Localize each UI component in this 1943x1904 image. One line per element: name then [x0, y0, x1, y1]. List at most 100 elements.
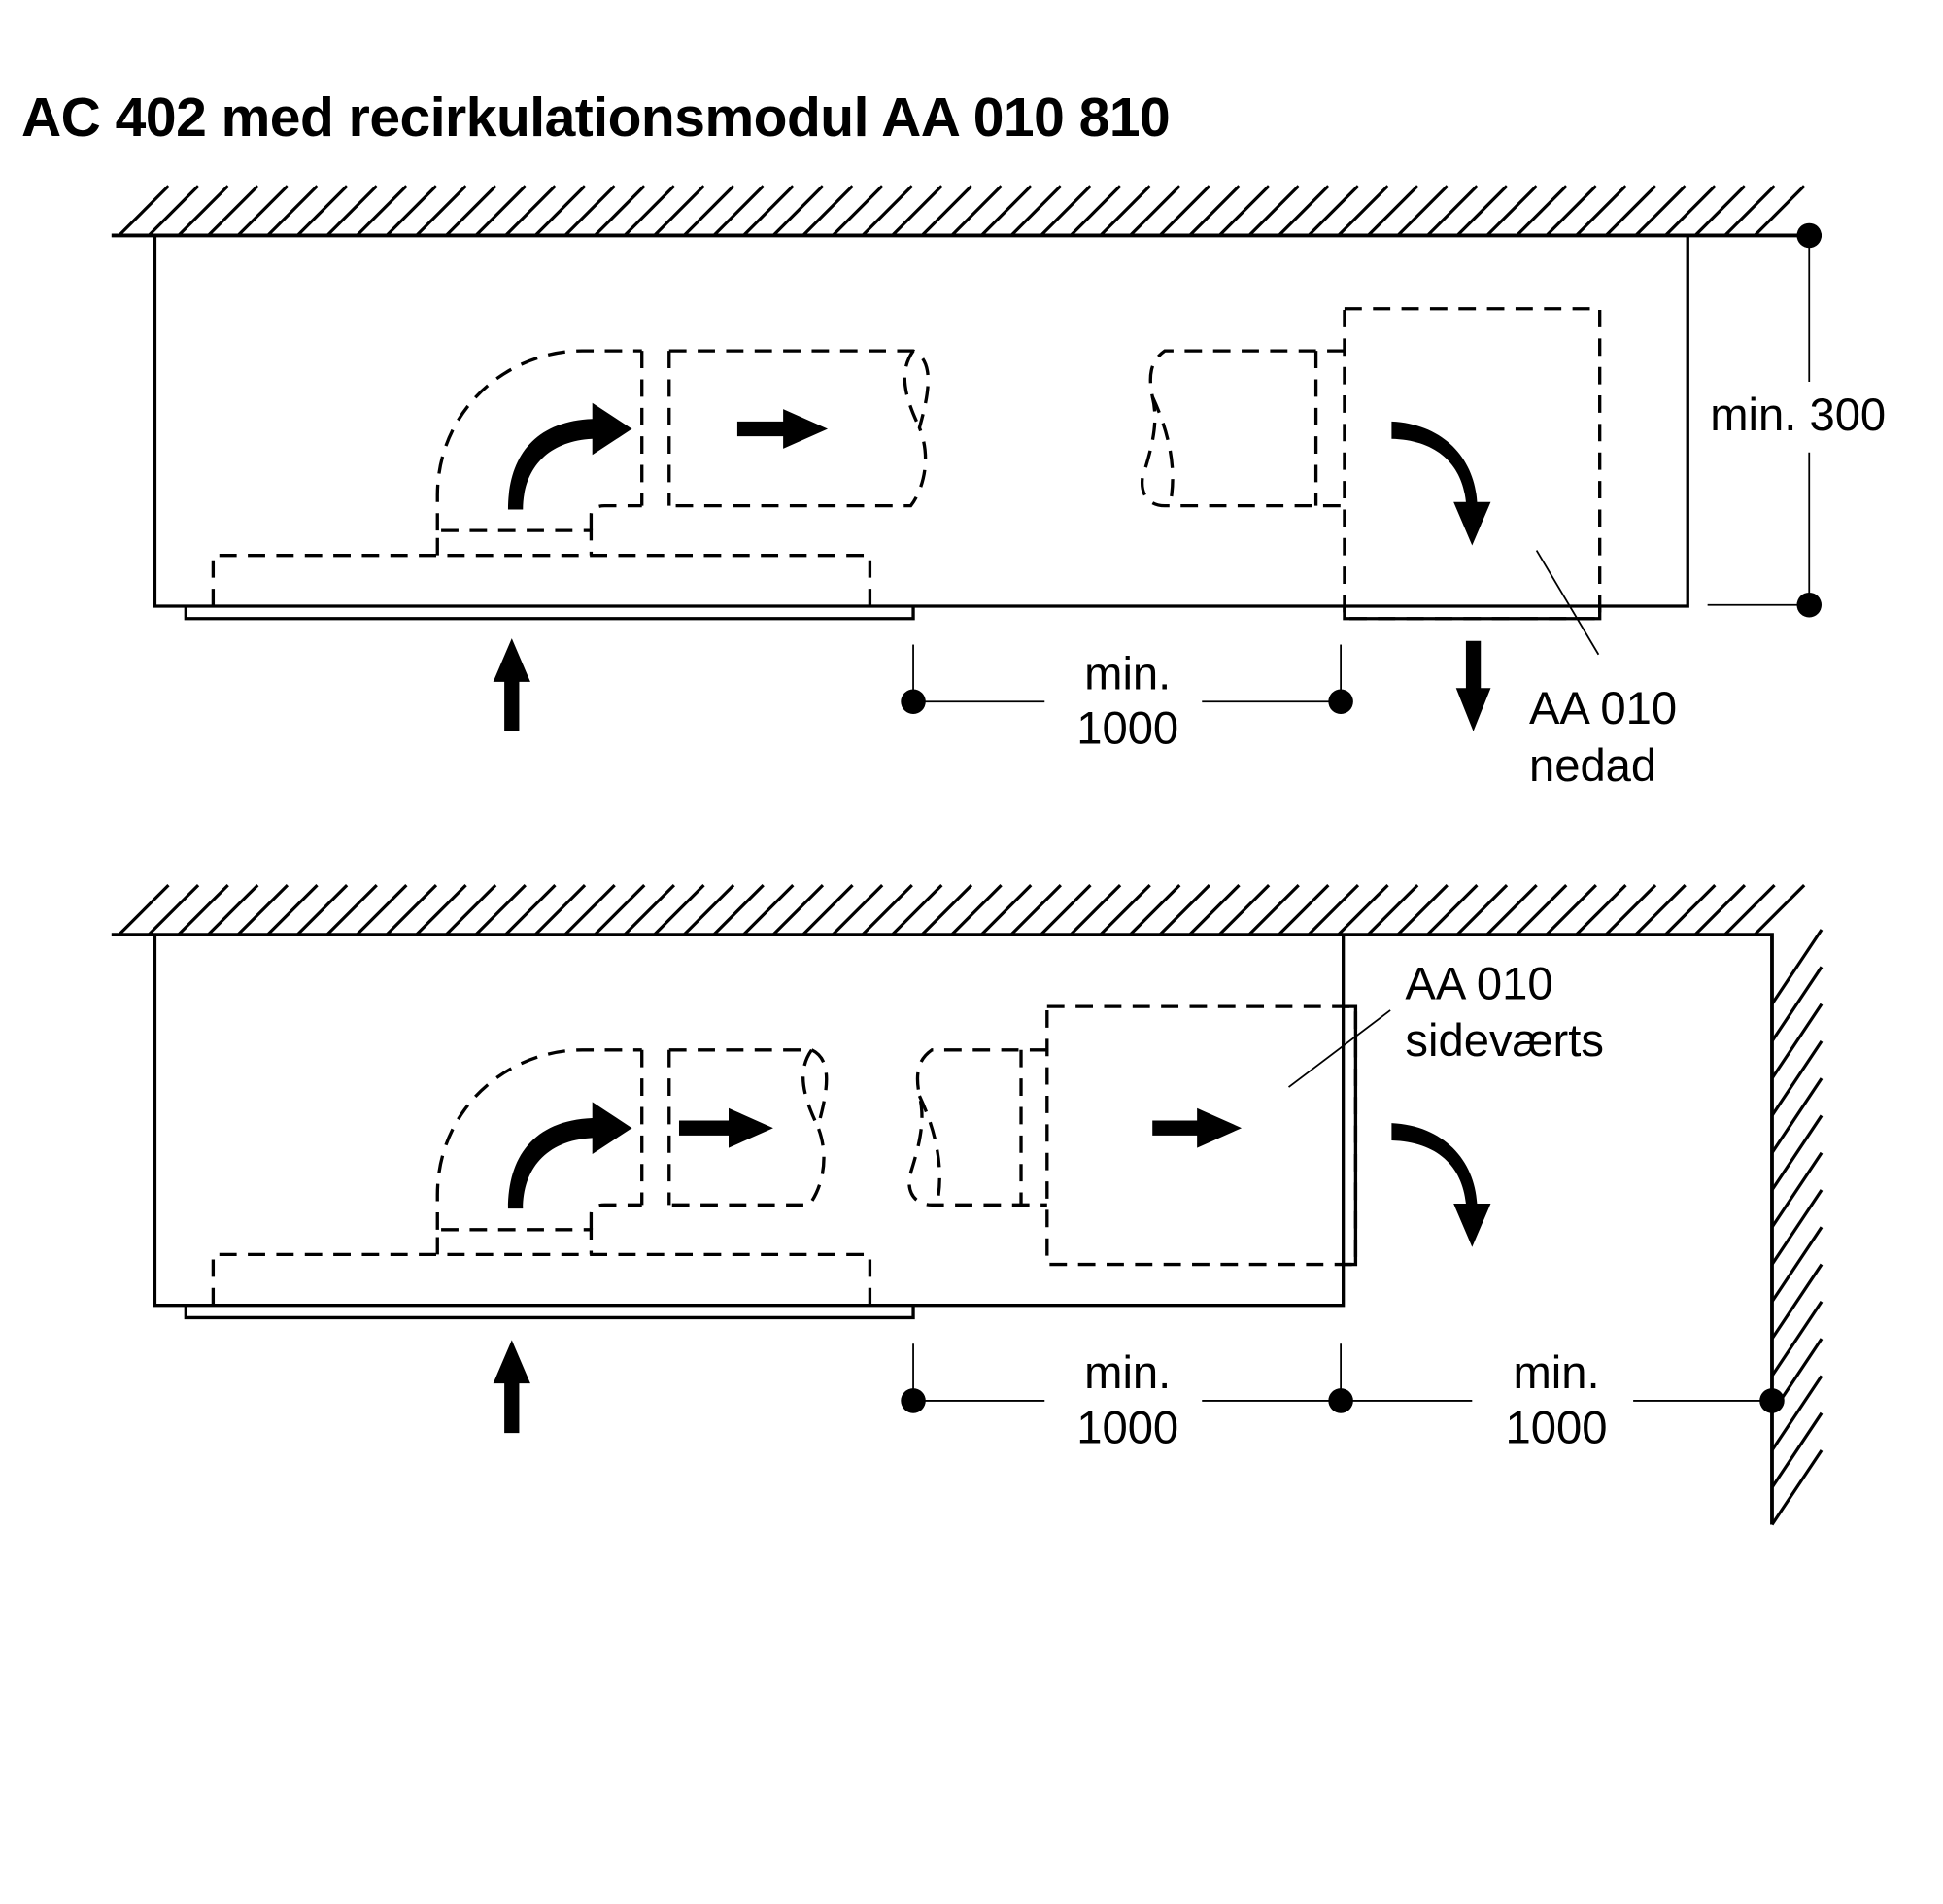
- hatch-stroke: [1770, 929, 1824, 1005]
- hatch-stroke: [1009, 883, 1062, 936]
- hatch-stroke: [1770, 1114, 1824, 1191]
- hatch-stroke: [1575, 883, 1627, 936]
- hatch-stroke: [504, 883, 557, 936]
- hatch-stroke: [1099, 185, 1151, 237]
- hatch-stroke: [1367, 883, 1419, 936]
- hatch-stroke: [1693, 185, 1747, 237]
- hatch-stroke: [1247, 883, 1300, 936]
- airflow-arrow-icon: [1391, 421, 1491, 546]
- hatch-stroke: [1664, 883, 1717, 936]
- duct-segment-right: [907, 1048, 1047, 1207]
- hatch-stroke: [325, 883, 378, 936]
- hatch-stroke: [1770, 1151, 1824, 1229]
- ceiling-hatch: [118, 185, 1806, 237]
- airflow-arrow-icon: [1391, 1123, 1491, 1247]
- hatch-stroke: [177, 883, 229, 936]
- wall-dim-value: 1000: [1506, 1402, 1608, 1453]
- hood-collar: [435, 1228, 594, 1255]
- hatch-stroke: [1753, 883, 1806, 936]
- hatch-stroke: [980, 185, 1033, 237]
- recirculation-module-side: [1045, 1004, 1358, 1267]
- hatch-stroke: [1040, 883, 1092, 936]
- hatch-stroke: [920, 883, 973, 936]
- hatch-stroke: [177, 185, 229, 237]
- hatch-stroke: [920, 185, 973, 237]
- hatch-stroke: [1634, 883, 1687, 936]
- airflow-arrow-icon: [507, 402, 632, 510]
- hatch-stroke: [1516, 185, 1568, 237]
- hatch-stroke: [1188, 883, 1241, 936]
- duct-break-right: [1150, 395, 1175, 506]
- hatch-stroke: [1426, 883, 1479, 936]
- hatch-stroke: [1129, 185, 1181, 237]
- hatch-stroke: [504, 185, 557, 237]
- hatch-stroke: [1545, 185, 1597, 237]
- hatch-stroke: [1770, 1375, 1824, 1451]
- hatch-stroke: [712, 883, 765, 936]
- elbow-duct: [435, 349, 642, 531]
- cooktop-plate: [184, 1305, 915, 1320]
- hatch-stroke: [891, 185, 943, 237]
- airflow-arrow-icon: [493, 638, 530, 731]
- hatch-stroke: [147, 883, 200, 936]
- hatch-stroke: [445, 185, 497, 237]
- hatch-stroke: [1069, 883, 1122, 936]
- module-leader-line: [1287, 1009, 1391, 1088]
- dimension-dot-icon: [1796, 592, 1822, 618]
- airflow-arrow-icon: [736, 409, 829, 449]
- hatch-stroke: [594, 185, 646, 237]
- dimension-dot-icon: [1328, 689, 1353, 714]
- page-title: AC 402 med recirkulationsmodul AA 010 81…: [21, 86, 1171, 149]
- hatch-stroke: [474, 883, 527, 936]
- module-direction-label: nedad: [1529, 740, 1656, 792]
- hatch-stroke: [1770, 966, 1824, 1042]
- hatch-stroke: [1455, 185, 1509, 237]
- hood-body: [211, 1252, 872, 1306]
- hatch-stroke: [1770, 1300, 1824, 1377]
- hatch-stroke: [1545, 883, 1597, 936]
- hatch-stroke: [1770, 1449, 1824, 1526]
- airflow-arrow-icon: [507, 1102, 632, 1209]
- hatch-stroke: [266, 185, 319, 237]
- ceiling-wall-line: [111, 933, 1774, 1525]
- airflow-arrow-icon: [493, 1340, 530, 1434]
- hatch-stroke: [385, 883, 438, 936]
- hatch-stroke: [950, 883, 1003, 936]
- hatch-stroke: [1278, 185, 1330, 237]
- duct-break-left: [801, 1048, 820, 1128]
- hatch-stroke: [1575, 185, 1627, 237]
- hatch-stroke: [295, 883, 349, 936]
- module-direction-label: sideværts: [1405, 1015, 1604, 1067]
- duct-break-right: [917, 1095, 941, 1206]
- hood-collar: [435, 528, 594, 556]
- hatch-stroke: [1158, 883, 1211, 936]
- side-wall-hatch: [1770, 929, 1824, 1526]
- hatch-stroke: [295, 185, 349, 237]
- module-plate: [1343, 605, 1602, 621]
- hatch-stroke: [236, 185, 290, 237]
- dimension-dot-icon: [901, 689, 926, 714]
- module-name-label: AA 010: [1405, 958, 1552, 1009]
- hatch-stroke: [118, 185, 170, 237]
- hatch-stroke: [771, 883, 825, 936]
- hatch-stroke: [1188, 185, 1241, 237]
- hatch-stroke: [742, 185, 795, 237]
- hatch-stroke: [1770, 1226, 1824, 1303]
- hatch-stroke: [1770, 1003, 1824, 1080]
- hatch-stroke: [1723, 185, 1776, 237]
- hatch-stroke: [1367, 185, 1419, 237]
- hatch-stroke: [415, 185, 467, 237]
- hatch-stroke: [1770, 1077, 1824, 1154]
- hatch-stroke: [533, 185, 587, 237]
- duct-segment-left: [668, 1048, 829, 1207]
- airflow-arrow-icon: [1455, 640, 1491, 731]
- hatch-stroke: [1516, 883, 1568, 936]
- hatch-stroke: [742, 883, 795, 936]
- module-leader-line: [1535, 550, 1600, 656]
- airflow-arrow-icon: [1152, 1107, 1243, 1148]
- hatch-stroke: [1217, 185, 1271, 237]
- hatch-stroke: [832, 883, 884, 936]
- hatch-stroke: [445, 883, 497, 936]
- duct-segment-left: [668, 349, 930, 508]
